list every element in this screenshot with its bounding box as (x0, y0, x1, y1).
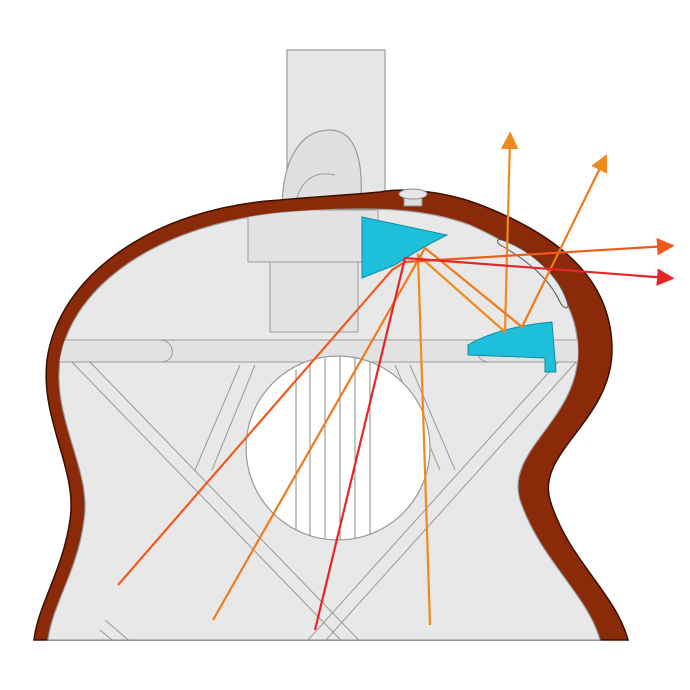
sound-rays (117, 131, 675, 631)
internal-bracing (48, 209, 600, 640)
soundhole (245, 355, 431, 541)
soundport (497, 239, 569, 309)
neck-heel (281, 129, 362, 211)
deflector-upper (361, 216, 449, 279)
ray-red-orange (117, 237, 675, 586)
ray-orange-1 (416, 131, 519, 626)
strap-button (398, 188, 428, 207)
ray-orange-2 (212, 154, 608, 621)
deflector-lower (467, 321, 557, 373)
ray-red (313, 256, 675, 631)
